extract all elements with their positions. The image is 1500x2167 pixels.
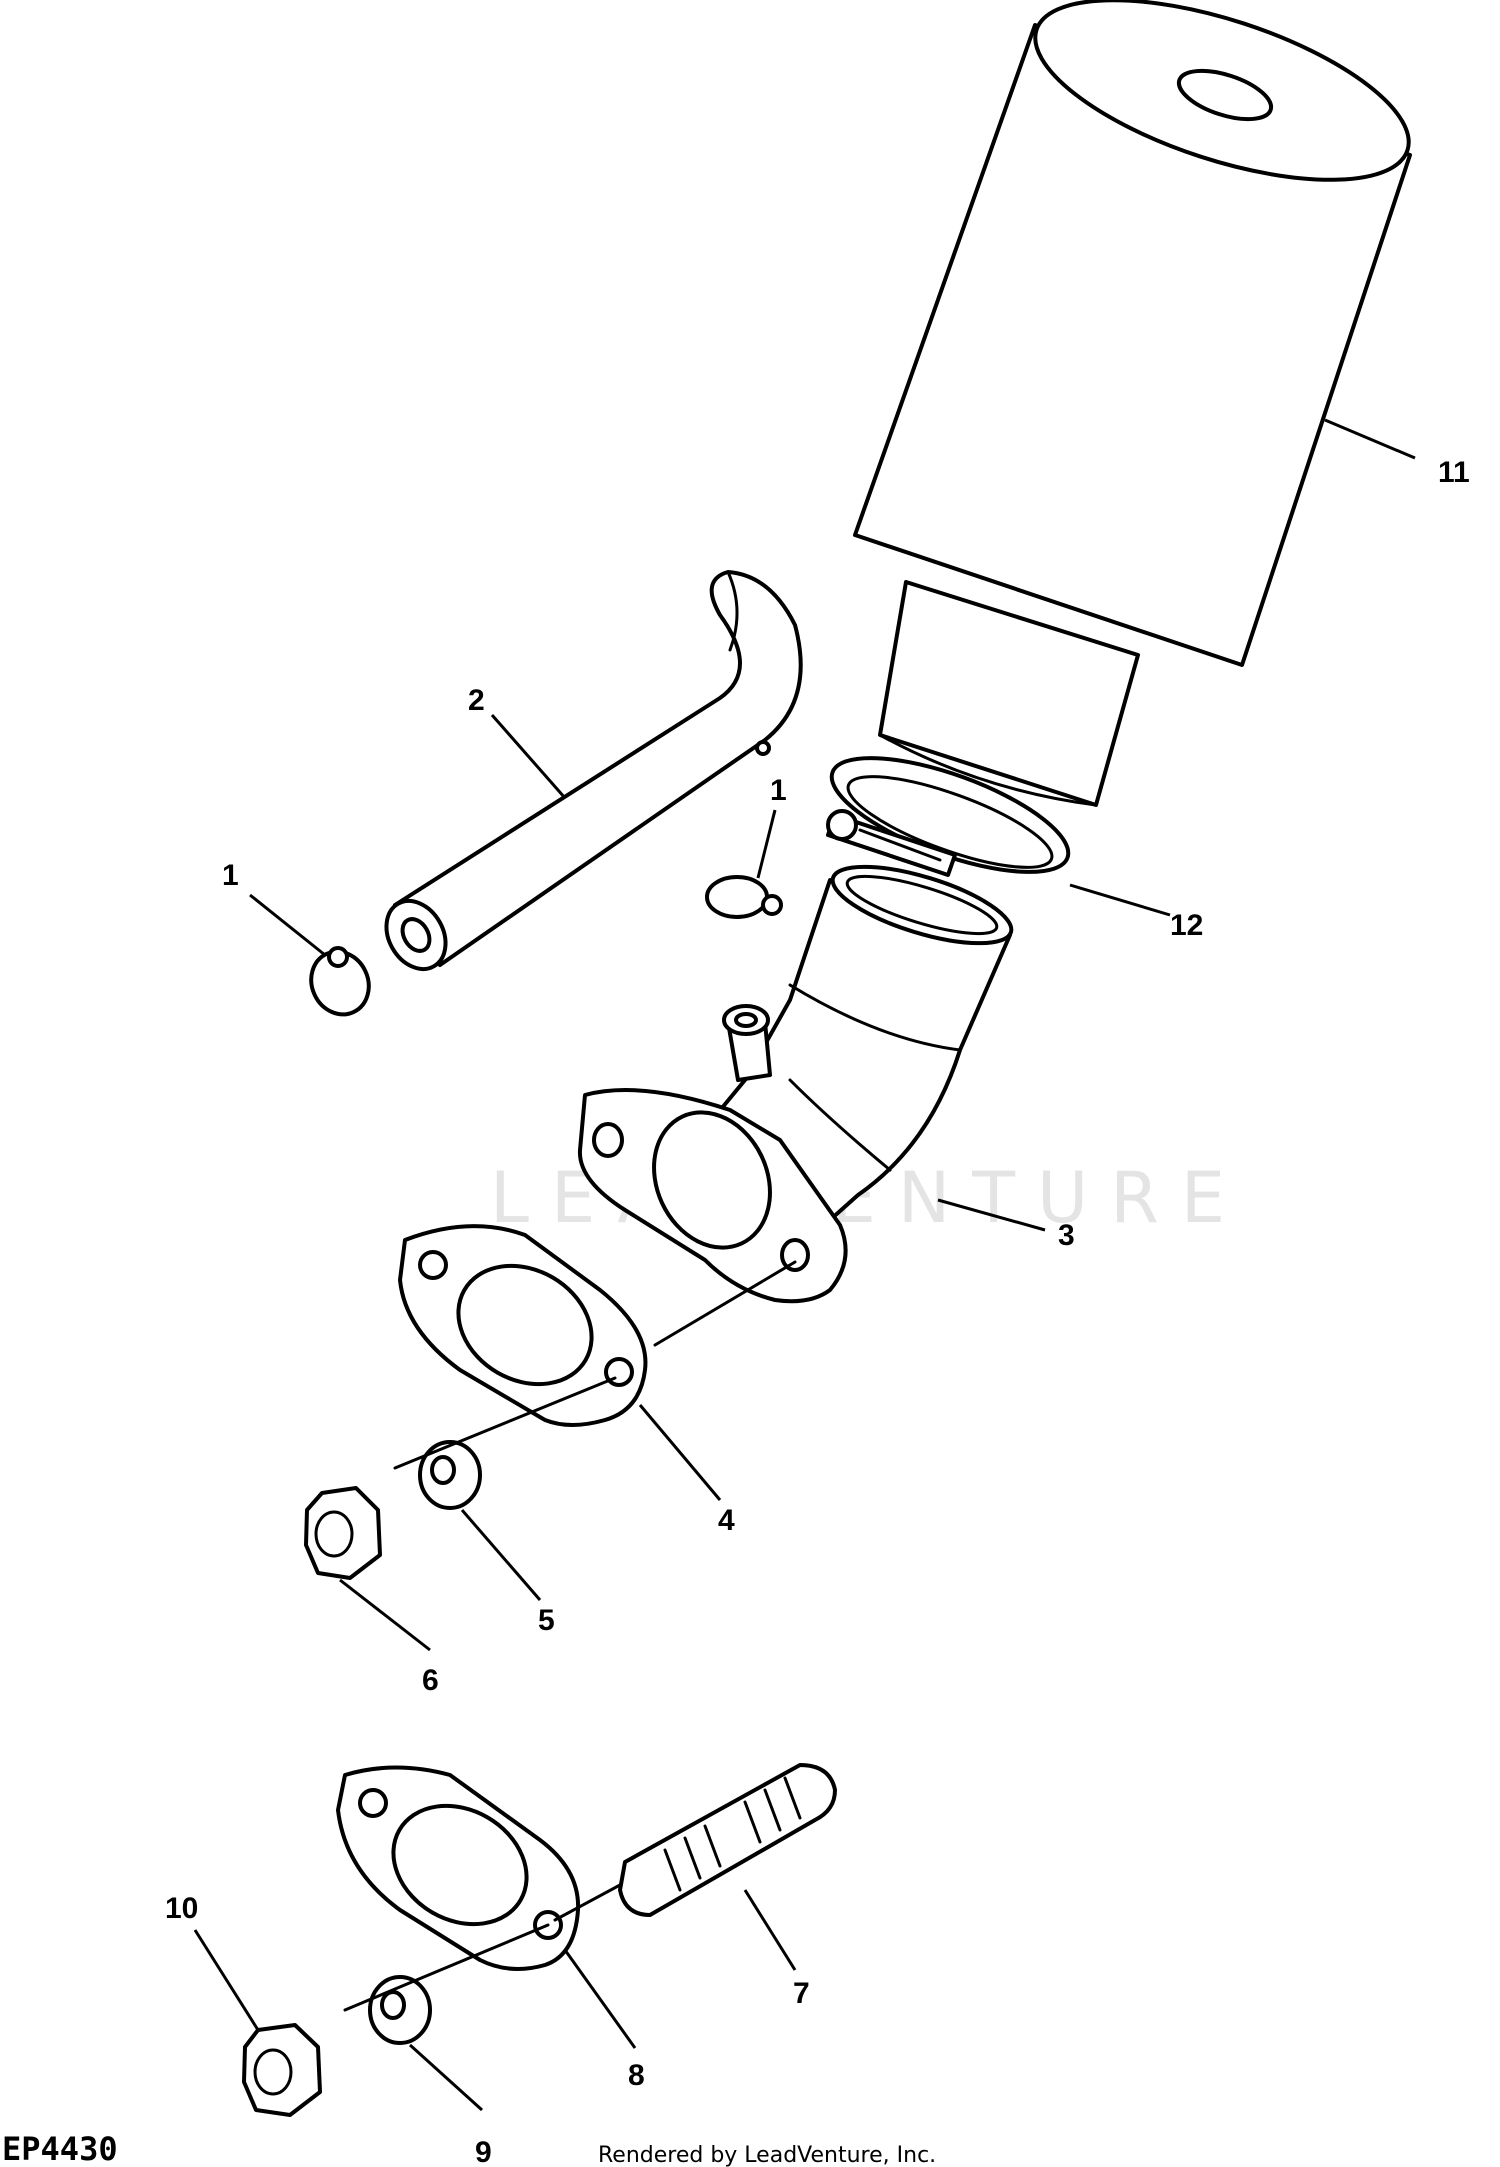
callout-8: 8: [628, 2059, 645, 2092]
callout-5: 5: [538, 1604, 555, 1637]
breather-hose[interactable]: [375, 570, 803, 980]
hose-clip-center[interactable]: [705, 875, 783, 919]
callout-11: 11: [1438, 456, 1470, 489]
hose-clamp[interactable]: [819, 735, 1081, 896]
callout-4: 4: [718, 1504, 735, 1537]
callout-12: 12: [1170, 909, 1203, 942]
callout-9: 9: [475, 2136, 492, 2167]
hose-clip-left[interactable]: [301, 942, 379, 1024]
nut-lower[interactable]: [242, 2023, 322, 2117]
callouts: 11 12 1 1 2 3 4 5 6 7 8 9 10: [165, 456, 1470, 2167]
gasket-lower[interactable]: [336, 1765, 581, 1971]
stud[interactable]: [618, 1763, 837, 1917]
drawing-code: EP4430: [2, 2130, 118, 2167]
gasket-upper[interactable]: [398, 1224, 648, 1427]
callout-1-left: 1: [222, 859, 239, 892]
callout-1-center: 1: [770, 774, 787, 807]
air-cleaner-canister[interactable]: [853, 0, 1429, 807]
callout-6: 6: [422, 1664, 439, 1697]
render-credit: Rendered by LeadVenture, Inc.: [598, 2143, 936, 2167]
nut-upper[interactable]: [304, 1486, 382, 1580]
callout-10: 10: [165, 1892, 198, 1925]
callout-7: 7: [793, 1977, 810, 2010]
callout-3: 3: [1058, 1219, 1075, 1252]
washer-upper[interactable]: [418, 1440, 482, 1510]
leader-lines: [193, 418, 1416, 2112]
intake-elbow[interactable]: [577, 851, 1019, 1304]
callout-2: 2: [468, 684, 485, 717]
